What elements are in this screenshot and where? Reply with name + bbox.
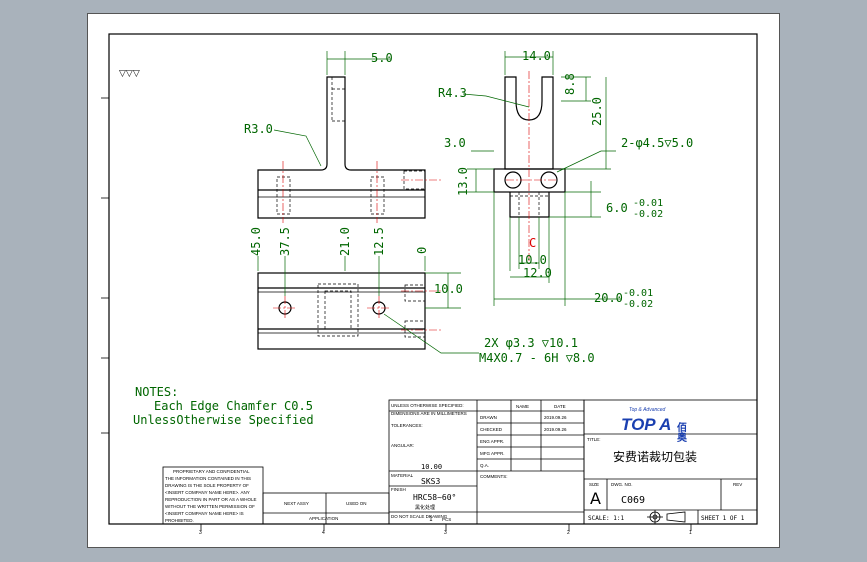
company-logo: Top & Advanced TOP A 佰奥 xyxy=(621,407,687,443)
checked-label: CHECKED xyxy=(480,427,503,432)
dims-spec: UNLESS OTHERWISE SPECIFIED: xyxy=(391,403,464,408)
hole-note-2: M4X0.7 - 6H ▽8.0 xyxy=(479,351,595,365)
sheet-label: SHEET 1 OF 1 xyxy=(701,515,745,522)
dim-pos-45: 45.0 xyxy=(249,227,263,256)
rev-label: REV xyxy=(733,482,742,487)
dim-width-12: 12.0 xyxy=(523,266,552,280)
dim-tol-20: 20.0 xyxy=(594,291,623,305)
zone-label-bottom: 2 xyxy=(567,530,570,536)
dim-left-offset: 3.0 xyxy=(444,136,466,150)
notes-line1: Each Edge Chamfer C0.5 xyxy=(154,399,313,413)
drawn-date: 2019.09.26 xyxy=(544,415,567,420)
dim-side-width: 14.0 xyxy=(522,49,551,63)
dim-tol-6-upper: -0.01 xyxy=(633,198,663,209)
angular-label: ANGULAR: xyxy=(391,443,414,448)
material-label: MATERIAL xyxy=(391,473,414,478)
dim-tol-20-upper: -0.01 xyxy=(623,288,653,299)
comments-label: COMMENTS: xyxy=(480,474,508,479)
dim-pos-125: 12.5 xyxy=(372,227,386,256)
zone-label-bottom: 1 xyxy=(689,530,692,536)
title-label: TITLE: xyxy=(587,437,601,442)
dims-unit: DIMENSIONS ARE IN MILLIMETERS xyxy=(391,411,467,416)
dim-slot-depth: 8.8 xyxy=(563,73,577,95)
drawing-title: 安费诺裁切包装 xyxy=(613,449,697,464)
qty-count: 1 xyxy=(429,516,433,523)
dwg-no-value: C069 xyxy=(621,495,645,506)
surface-finish-symbol: ▽▽▽ xyxy=(119,69,140,79)
do-not-scale: DO NOT SCALE DRAWING xyxy=(391,514,448,519)
qty-value: 10.00 xyxy=(421,463,442,471)
front-dimensions xyxy=(273,51,391,167)
front-view xyxy=(257,76,426,219)
drawn-label: DRAWN xyxy=(480,415,497,420)
qa-label: Q.A. xyxy=(480,463,489,468)
logo-main: TOP A xyxy=(621,415,671,434)
center-mark: C xyxy=(529,236,536,250)
mfg-appr-label: MFG APPR. xyxy=(480,451,505,456)
dim-front-radius: R3.0 xyxy=(244,122,273,136)
top-view xyxy=(257,272,426,350)
scale-label: SCALE: 1:1 xyxy=(588,515,625,522)
engineering-drawing: 3 4 3 2 1 ▽▽▽ 5.0 R3.0 xyxy=(101,33,758,536)
dim-height-13: 13.0 xyxy=(456,167,470,196)
finish-value: HRC58~60° xyxy=(413,493,456,502)
drawing-sheet: 3 4 3 2 1 ▽▽▽ 5.0 R3.0 xyxy=(87,13,780,548)
dim-pos-0: 0 xyxy=(415,247,429,254)
hole-note-1: 2X φ3.3 ▽10.1 xyxy=(484,336,578,350)
dim-tol-6: 6.0 xyxy=(606,201,628,215)
dim-slot-height: 25.0 xyxy=(590,97,604,126)
zone-ticks xyxy=(101,97,692,531)
notes-line2: UnlessOtherwise Specified xyxy=(133,413,314,427)
checked-date: 2019.09.26 xyxy=(544,427,567,432)
proprietary-title: PROPRIETARY AND CONFIDENTIAL xyxy=(173,469,250,474)
zone-label-bottom: 3 xyxy=(444,530,447,536)
application-label: APPLICATION xyxy=(309,516,338,521)
zone-label-bottom: 4 xyxy=(322,530,325,536)
date-header: DATE xyxy=(554,404,566,409)
finish-sub: 黑化处理 xyxy=(415,504,435,511)
title-block xyxy=(162,399,758,525)
used-on-label: USED ON xyxy=(346,501,367,506)
material-value: SKS3 xyxy=(421,477,440,486)
name-header: NAME xyxy=(516,404,529,409)
dim-pos-21: 21.0 xyxy=(338,227,352,256)
top-dimensions xyxy=(257,256,479,354)
side-view xyxy=(493,76,566,218)
finish-label: FINISH xyxy=(391,487,406,492)
dim-tol-6-lower: -0.02 xyxy=(633,209,663,220)
projection-symbol-icon xyxy=(647,510,686,524)
dim-height-10: 10.0 xyxy=(434,282,463,296)
logo-small: Top & Advanced xyxy=(629,407,666,413)
pcs-label: PCS xyxy=(442,517,451,522)
dim-width-10: 10.0 xyxy=(518,253,547,267)
dim-front-width: 5.0 xyxy=(371,51,393,65)
logo-cn: 佰奥 xyxy=(675,421,687,443)
dwg-label: DWG. NO. xyxy=(611,482,633,487)
size-value: A xyxy=(590,489,601,508)
next-assy-label: NEXT ASSY xyxy=(284,501,309,506)
size-label: SIZE xyxy=(589,482,599,487)
dim-pos-375: 37.5 xyxy=(278,227,292,256)
notes-title: NOTES: xyxy=(135,385,178,399)
dim-tol-20-lower: -0.02 xyxy=(623,299,653,310)
proprietary-body: THE INFORMATION CONTAINED IN THIS DRAWIN… xyxy=(165,476,257,523)
eng-appr-label: ENG APPR. xyxy=(480,439,504,444)
side-dimensions xyxy=(462,51,621,306)
dim-side-radius: R4.3 xyxy=(438,86,467,100)
dim-hole-callout: 2-φ4.5▽5.0 xyxy=(621,136,693,150)
tolerances-label: TOLERANCES: xyxy=(391,423,423,428)
zone-label-bottom: 3 xyxy=(199,530,202,536)
